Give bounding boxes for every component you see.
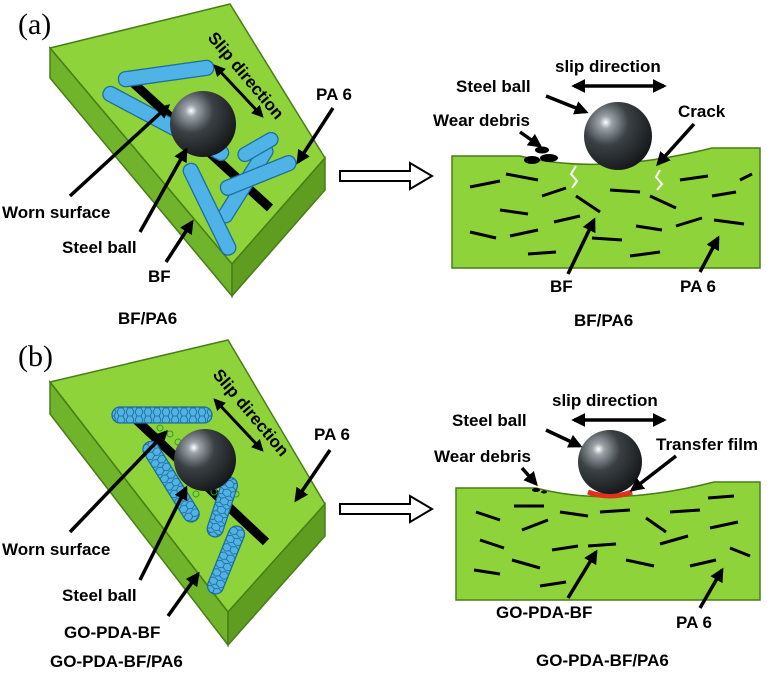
panel-b-fiber-arrow	[166, 571, 200, 618]
panel-a-crack-arrow	[656, 122, 696, 167]
panel-b-go-pda-fibers	[111, 406, 246, 595]
go-sheet	[207, 477, 238, 537]
panel-b-right-steel-ball-arrow	[545, 428, 583, 448]
panel-b-pa6-arrow	[294, 449, 332, 503]
panel-b-left-caption: GO-PDA-BF/PA6	[50, 652, 183, 671]
panel-a-crack	[654, 169, 664, 191]
panel-a-pa6-arrow	[296, 107, 335, 165]
panel-a-wear-debris	[524, 146, 558, 164]
panel-b-transfer-film-label: Transfer film	[656, 435, 758, 454]
panel-a-section-fibers	[469, 172, 753, 258]
panel-a-right-steel-ball-arrow	[545, 94, 589, 115]
panel-b-transition-arrow	[339, 494, 434, 524]
panel-b-wear-debris-label: Wear debris	[434, 447, 531, 466]
panel-a-right-pa6-arrow	[698, 235, 720, 273]
panel-b-transfer-film-arrow	[629, 454, 678, 492]
block-right-face	[227, 502, 326, 647]
panel-b-worn-surface-label: Worn surface	[2, 540, 110, 559]
panel-a-wear-debris-label: Wear debris	[433, 111, 530, 130]
panel-b-worn-surface-arrow	[68, 429, 168, 534]
panel-a-letter: (a)	[18, 8, 51, 41]
panel-a-fiber-label: BF	[148, 267, 171, 286]
panel-a-right-pa6-label: PA 6	[680, 277, 716, 296]
panel-b-right-steel-ball	[578, 430, 642, 494]
panel-b-right-pa6-label: PA 6	[676, 613, 712, 632]
panel-a-right-caption: BF/PA6	[574, 311, 633, 330]
go-sheet	[142, 441, 200, 522]
panel-b-transfer-film	[587, 489, 633, 499]
panel-b-right-fiber-label: GO-PDA-BF	[496, 603, 592, 622]
panel-a-crack-label: Crack	[678, 102, 726, 121]
panel-b-right-fiber-arrow	[566, 549, 598, 599]
panel-b-right-pa6-arrow	[698, 567, 724, 609]
panel-a-steel-ball-arrow	[138, 147, 188, 233]
block-right-face	[231, 156, 326, 298]
go-sheet	[207, 526, 245, 594]
panel-a-right-fiber-arrow	[566, 217, 596, 275]
panel-a-right-fiber-label: BF	[550, 277, 573, 296]
fiber	[182, 162, 237, 256]
panel-a-worn-surface-label: Worn surface	[2, 203, 110, 222]
fiber	[237, 131, 279, 163]
panel-a-steel-ball-label: Steel ball	[62, 238, 137, 257]
panel-a-worn-surface-arrow	[68, 104, 171, 198]
panel-a-wear-debris-arrow	[518, 130, 543, 148]
panel-b-right-caption: GO-PDA-BF/PA6	[536, 651, 669, 670]
panel-a-left-caption: BF/PA6	[118, 309, 177, 328]
panel-b-slip-arrow	[213, 398, 264, 452]
panel-b-letter: (b)	[18, 340, 53, 373]
panel-a-steel-ball	[170, 91, 236, 157]
panel-b-steel-ball-arrow	[138, 485, 188, 581]
panel-a-right-steel-ball	[584, 102, 652, 170]
panel-b-pa6-label: PA 6	[314, 425, 350, 444]
panel-a-right-slip-label: slip direction	[555, 57, 661, 76]
panel-a-basalt-fibers	[102, 59, 297, 256]
panel-a-crack	[569, 165, 579, 189]
panel-b-right-steel-ball-label: Steel ball	[452, 411, 527, 430]
panel-a-fiber-arrow	[164, 219, 194, 263]
panel-b-section-fibers	[473, 494, 751, 588]
panel-a-right-steel-ball-label: Steel ball	[456, 77, 531, 96]
go-sheet	[112, 407, 212, 423]
panel-b-steel-ball	[174, 429, 236, 491]
panel-b-wear-debris-arrow	[520, 466, 538, 487]
panel-b-fiber-label: GO-PDA-BF	[64, 623, 160, 642]
panel-a-slip-arrow	[213, 64, 264, 118]
panel-a-pa6-label: PA 6	[316, 85, 352, 104]
panel-b-wear-debris	[532, 488, 547, 494]
fiber	[219, 154, 297, 196]
panel-a-transition-arrow	[339, 161, 434, 191]
panel-b-right-slip-label: slip direction	[552, 391, 658, 410]
panel-b-steel-ball-label: Steel ball	[62, 586, 137, 605]
